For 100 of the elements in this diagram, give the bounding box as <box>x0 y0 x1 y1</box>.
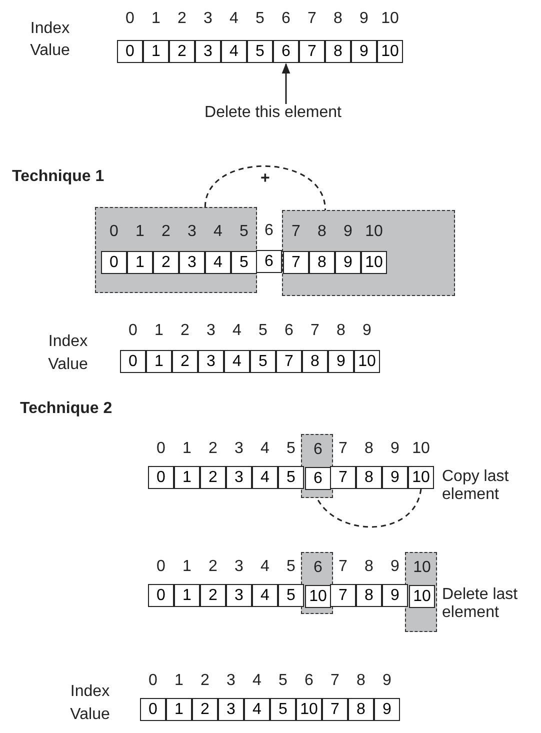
index-number: 0 <box>128 322 138 340</box>
array-cell: 9 <box>382 584 408 607</box>
index-number: 9 <box>390 440 400 458</box>
index-number: 4 <box>212 223 224 241</box>
index-number: 2 <box>176 10 188 28</box>
index-number: 3 <box>206 322 216 340</box>
array-cell: 2 <box>153 251 179 274</box>
index-number: 3 <box>234 558 244 576</box>
index-number: 9 <box>362 322 372 340</box>
highlight-region <box>301 434 333 498</box>
index-number: 10 <box>364 223 384 241</box>
array-cell: 2 <box>192 698 218 721</box>
index-number: 6 <box>312 441 324 459</box>
index-number: 6 <box>264 222 274 240</box>
axis-label: Value <box>69 706 111 724</box>
index-number: 8 <box>364 558 374 576</box>
index-number: 4 <box>260 440 270 458</box>
index-number: 4 <box>232 322 242 340</box>
array-cell: 5 <box>278 466 304 489</box>
index-number: 6 <box>304 672 314 690</box>
index-number: 9 <box>342 223 354 241</box>
index-number: 2 <box>180 322 190 340</box>
arrow <box>282 62 290 104</box>
array-cell: 1 <box>143 40 169 63</box>
index-number: 4 <box>252 672 262 690</box>
array-cell: 5 <box>270 698 296 721</box>
array-cell: 3 <box>218 698 244 721</box>
array-cell: 4 <box>244 698 270 721</box>
array-cell: 9 <box>382 466 408 489</box>
highlight-region <box>405 552 437 632</box>
index-number: 3 <box>202 10 214 28</box>
index-number: 5 <box>258 322 268 340</box>
index-number: 0 <box>124 10 136 28</box>
caption-text: Delete this element <box>198 104 348 122</box>
array-cell: 9 <box>335 251 361 274</box>
index-number: 4 <box>260 558 270 576</box>
index-number: 6 <box>284 322 294 340</box>
connector-curve <box>204 165 326 210</box>
array-cell: 0 <box>120 350 146 373</box>
array-cell: 10 <box>377 40 403 63</box>
axis-label: Index <box>47 333 89 351</box>
index-number: 5 <box>278 672 288 690</box>
array-cell: 1 <box>127 251 153 274</box>
index-number: 1 <box>182 440 192 458</box>
index-number: 8 <box>364 440 374 458</box>
array-cell: 4 <box>205 251 231 274</box>
index-number: 0 <box>108 223 120 241</box>
array-cell: 6 <box>273 40 299 63</box>
index-number: 7 <box>306 10 318 28</box>
array-cell: 2 <box>169 40 195 63</box>
array-cell: 7 <box>322 698 348 721</box>
index-number: 9 <box>390 558 400 576</box>
index-number: 2 <box>160 223 172 241</box>
array-cell: 7 <box>299 40 325 63</box>
array-cell: 7 <box>330 584 356 607</box>
index-number: 2 <box>200 672 210 690</box>
array-cell: 6 <box>305 467 331 490</box>
index-number: 1 <box>154 322 164 340</box>
array-cell: 9 <box>374 698 400 721</box>
array-cell: 1 <box>174 584 200 607</box>
section-heading: Technique 2 <box>20 400 114 418</box>
array-cell: 8 <box>302 350 328 373</box>
array-cell: 7 <box>330 466 356 489</box>
index-number: 8 <box>356 672 366 690</box>
annotation-text: Copy last element <box>442 468 510 504</box>
array-cell: 9 <box>328 350 354 373</box>
array-cell: 10 <box>296 698 322 721</box>
axis-label: Index <box>29 20 71 38</box>
array-cell: 10 <box>305 585 331 608</box>
index-number: 0 <box>156 440 166 458</box>
index-number: 7 <box>290 223 302 241</box>
array-cell: 4 <box>252 466 278 489</box>
index-number: 0 <box>156 558 166 576</box>
index-number: 0 <box>148 672 158 690</box>
array-cell: 0 <box>140 698 166 721</box>
array-cell: 6 <box>256 250 282 273</box>
index-number: 2 <box>208 440 218 458</box>
array-cell: 5 <box>247 40 273 63</box>
index-number: 5 <box>286 440 296 458</box>
array-cell: 2 <box>200 466 226 489</box>
array-cell: 3 <box>226 466 252 489</box>
index-number: 7 <box>310 322 320 340</box>
index-number: 10 <box>412 559 432 577</box>
array-cell: 8 <box>309 251 335 274</box>
index-number: 5 <box>286 558 296 576</box>
index-number: 3 <box>186 223 198 241</box>
index-number: 5 <box>254 10 266 28</box>
array-cell: 3 <box>179 251 205 274</box>
index-number: 8 <box>316 223 328 241</box>
index-number: 7 <box>338 440 348 458</box>
array-cell: 4 <box>224 350 250 373</box>
highlight-region <box>282 210 455 296</box>
axis-label: Value <box>29 42 71 60</box>
index-number: 1 <box>150 10 162 28</box>
index-number: 8 <box>336 322 346 340</box>
annotation-text: Delete last element <box>442 586 519 622</box>
index-number: 5 <box>238 223 250 241</box>
array-cell: 1 <box>174 466 200 489</box>
axis-label: Index <box>69 683 111 701</box>
array-cell: 5 <box>231 251 257 274</box>
